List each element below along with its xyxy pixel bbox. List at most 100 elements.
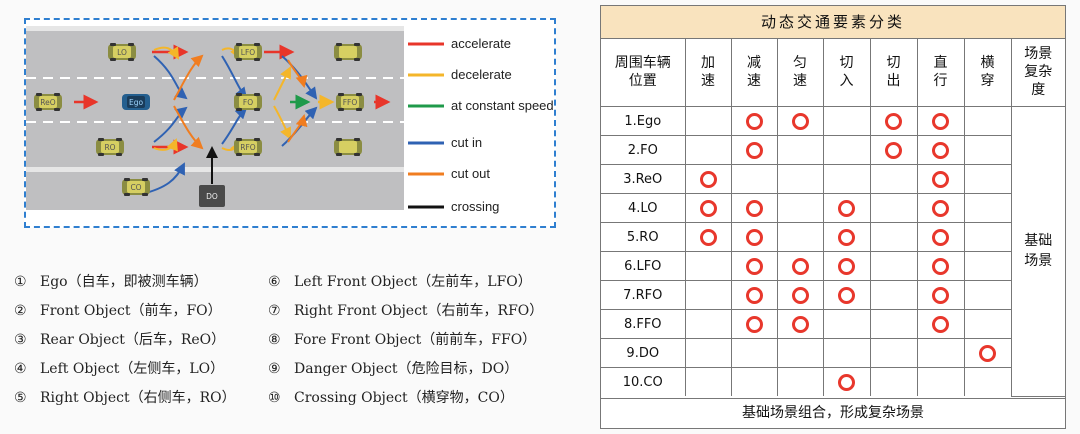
cell: [822, 338, 871, 368]
cell: [916, 280, 965, 310]
table-row: 3.ReO: [601, 164, 1065, 194]
header-cell-7: 横穿: [963, 38, 1012, 107]
circle-mark-icon: [838, 199, 855, 217]
circle-mark-icon: [932, 112, 949, 130]
car-reo: ReO: [34, 93, 62, 111]
circle-mark-icon: [838, 286, 855, 304]
table-row: 10.CO: [601, 367, 1065, 396]
legend-label-cut-out: cut out: [451, 166, 490, 181]
cell: [963, 280, 1011, 310]
cell: [916, 164, 965, 194]
row-label: 2.FO: [601, 135, 686, 165]
circle-mark-icon: [838, 257, 855, 275]
cell: [822, 309, 871, 339]
table-row: 8.FFO: [601, 309, 1065, 339]
cell: [776, 193, 824, 223]
circle-mark-icon: [979, 344, 996, 362]
header-cell-6: 直行: [916, 38, 965, 107]
car-rfo: RFO: [234, 138, 262, 156]
cell: [822, 164, 871, 194]
cell: [963, 193, 1011, 223]
cell: [730, 222, 778, 252]
cell: [963, 251, 1011, 281]
svg-text:Ego: Ego: [129, 98, 143, 107]
header-label: 加速: [701, 55, 715, 89]
road-scene: LO ReO Ego RO CO LFO FO RFO FFO DO accel…: [26, 26, 554, 218]
circle-mark-icon: [838, 373, 855, 391]
cell: [869, 193, 918, 223]
cell: [916, 135, 965, 165]
cell: [684, 193, 732, 223]
cell: [869, 338, 918, 368]
table-footer: 基础场景组合，形成复杂场景: [601, 398, 1065, 428]
table-row: 5.RO: [601, 222, 1065, 252]
cell: [684, 280, 732, 310]
row-label: 9.DO: [601, 338, 686, 368]
cell: [684, 222, 732, 252]
svg-text:FO: FO: [243, 98, 253, 107]
complexity-label: 基础场景: [1024, 233, 1053, 270]
cell: [822, 135, 871, 165]
cell: [869, 309, 918, 339]
cell: [963, 309, 1011, 339]
cell: [869, 251, 918, 281]
cell: [730, 251, 778, 281]
row-label: 6.LFO: [601, 251, 686, 281]
cell: [684, 309, 732, 339]
header-label: 场景复杂度: [1024, 46, 1053, 98]
circle-mark-icon: [885, 112, 902, 130]
circle-mark-icon: [745, 315, 763, 333]
cell: [963, 367, 1011, 396]
header-cell-4: 切入: [822, 38, 871, 107]
circle-mark-icon: [699, 199, 717, 217]
cell: [730, 309, 778, 339]
cell: [730, 193, 778, 223]
legend-label-constant-speed: at constant speed: [451, 98, 554, 113]
car-top-right: [334, 43, 362, 61]
header-label: 匀速: [793, 55, 807, 89]
svg-text:LFO: LFO: [241, 48, 255, 57]
svg-text:ReO: ReO: [40, 98, 55, 107]
cell: [822, 280, 871, 310]
svg-text:DO: DO: [206, 192, 218, 201]
header-label: 直行: [933, 55, 948, 89]
header-label: 周围车辆位置: [614, 55, 671, 89]
cell: [684, 367, 732, 396]
cell: [963, 135, 1011, 165]
circle-mark-icon: [745, 112, 763, 130]
cell: [963, 164, 1011, 194]
cell: [684, 251, 732, 281]
legend-label-decelerate: decelerate: [451, 67, 512, 82]
circle-mark-icon: [838, 228, 855, 246]
cell: [963, 338, 1011, 368]
legend: accelerate decelerate at constant speed …: [408, 36, 554, 214]
header-cell-0: 周围车辆位置: [601, 38, 686, 107]
cell: [963, 222, 1011, 252]
header-label: 切入: [839, 55, 854, 89]
cell: [916, 222, 965, 252]
car-bottom-right: [334, 138, 362, 156]
cell: [776, 338, 824, 368]
traffic-diagram: LO ReO Ego RO CO LFO FO RFO FFO DO accel…: [24, 18, 556, 228]
cell: [869, 367, 918, 396]
header-label: 横穿: [980, 55, 995, 89]
row-label: 10.CO: [601, 367, 686, 396]
cell: [869, 106, 918, 136]
header-label: 减速: [747, 55, 761, 89]
circle-mark-icon: [932, 228, 949, 246]
cell: [869, 164, 918, 194]
header-cell-3: 匀速: [776, 38, 824, 107]
table-title: 动态交通要素分类: [601, 6, 1065, 39]
circle-mark-icon: [745, 257, 763, 275]
cell: [822, 251, 871, 281]
cell: [822, 193, 871, 223]
circle-mark-icon: [885, 141, 902, 159]
classification-table: 动态交通要素分类 周围车辆位置加速减速匀速切入切出直行横穿场景复杂度 1.Ego…: [600, 5, 1066, 429]
cell: [776, 135, 824, 165]
circle-mark-icon: [745, 141, 763, 159]
